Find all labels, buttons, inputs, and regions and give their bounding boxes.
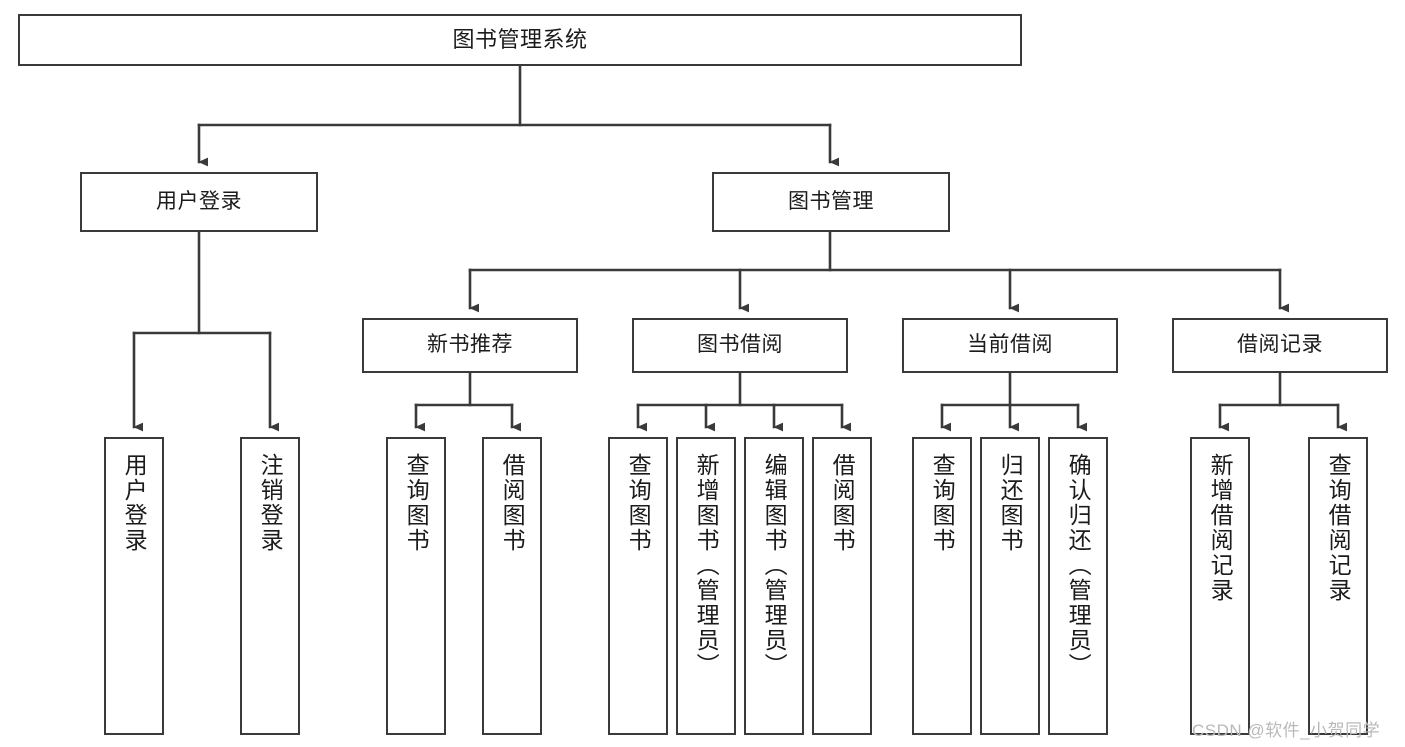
node-leaf-add-book-admin-label: 新增图书（管理员） [693,453,720,678]
node-leaf-confirm-return-admin-label: 确认归还（管理员） [1065,453,1092,678]
node-book-borrow-label: 图书借阅 [697,333,783,357]
node-leaf-borrow-book-label: 借阅图书 [829,453,856,553]
node-leaf-borrow-book-rec-label: 借阅图书 [499,453,526,553]
node-leaf-logout-label: 注销登录 [257,453,284,553]
node-leaf-user-login[interactable]: 用户登录 [104,437,164,735]
node-leaf-edit-book-admin[interactable]: 编辑图书（管理员） [744,437,804,735]
node-current-borrow[interactable]: 当前借阅 [902,318,1118,373]
node-leaf-return-book-label: 归还图书 [997,453,1024,553]
node-leaf-add-borrow-record-label: 新增借阅记录 [1207,453,1234,603]
node-leaf-borrow-book[interactable]: 借阅图书 [812,437,872,735]
node-book-manage[interactable]: 图书管理 [712,172,950,232]
node-new-book-recommend[interactable]: 新书推荐 [362,318,578,373]
node-user-login-label: 用户登录 [156,189,242,213]
node-leaf-borrow-book-rec[interactable]: 借阅图书 [482,437,542,735]
node-root-system[interactable]: 图书管理系统 [18,14,1022,66]
node-book-borrow[interactable]: 图书借阅 [632,318,848,373]
node-root-system-label: 图书管理系统 [452,27,588,53]
node-leaf-add-book-admin[interactable]: 新增图书（管理员） [676,437,736,735]
node-borrow-record[interactable]: 借阅记录 [1172,318,1388,373]
node-leaf-user-login-label: 用户登录 [121,453,148,553]
node-leaf-query-borrow-record[interactable]: 查询借阅记录 [1308,437,1368,735]
node-leaf-query-book-current-label: 查询图书 [929,453,956,553]
node-leaf-query-book-rec-label: 查询图书 [403,453,430,553]
node-new-book-recommend-label: 新书推荐 [427,333,513,357]
node-leaf-confirm-return-admin[interactable]: 确认归还（管理员） [1048,437,1108,735]
node-book-manage-label: 图书管理 [788,189,874,213]
node-borrow-record-label: 借阅记录 [1237,333,1323,357]
node-current-borrow-label: 当前借阅 [967,333,1053,357]
node-leaf-query-borrow-record-label: 查询借阅记录 [1325,453,1352,603]
node-leaf-logout[interactable]: 注销登录 [240,437,300,735]
node-leaf-query-book-borrow[interactable]: 查询图书 [608,437,668,735]
node-leaf-query-book-borrow-label: 查询图书 [625,453,652,553]
node-leaf-query-book-current[interactable]: 查询图书 [912,437,972,735]
node-leaf-query-book-rec[interactable]: 查询图书 [386,437,446,735]
node-user-login[interactable]: 用户登录 [80,172,318,232]
node-leaf-return-book[interactable]: 归还图书 [980,437,1040,735]
csdn-watermark: CSDN @软件_小贺同学 [1192,721,1381,740]
node-leaf-edit-book-admin-label: 编辑图书（管理员） [761,453,788,678]
node-leaf-add-borrow-record[interactable]: 新增借阅记录 [1190,437,1250,735]
